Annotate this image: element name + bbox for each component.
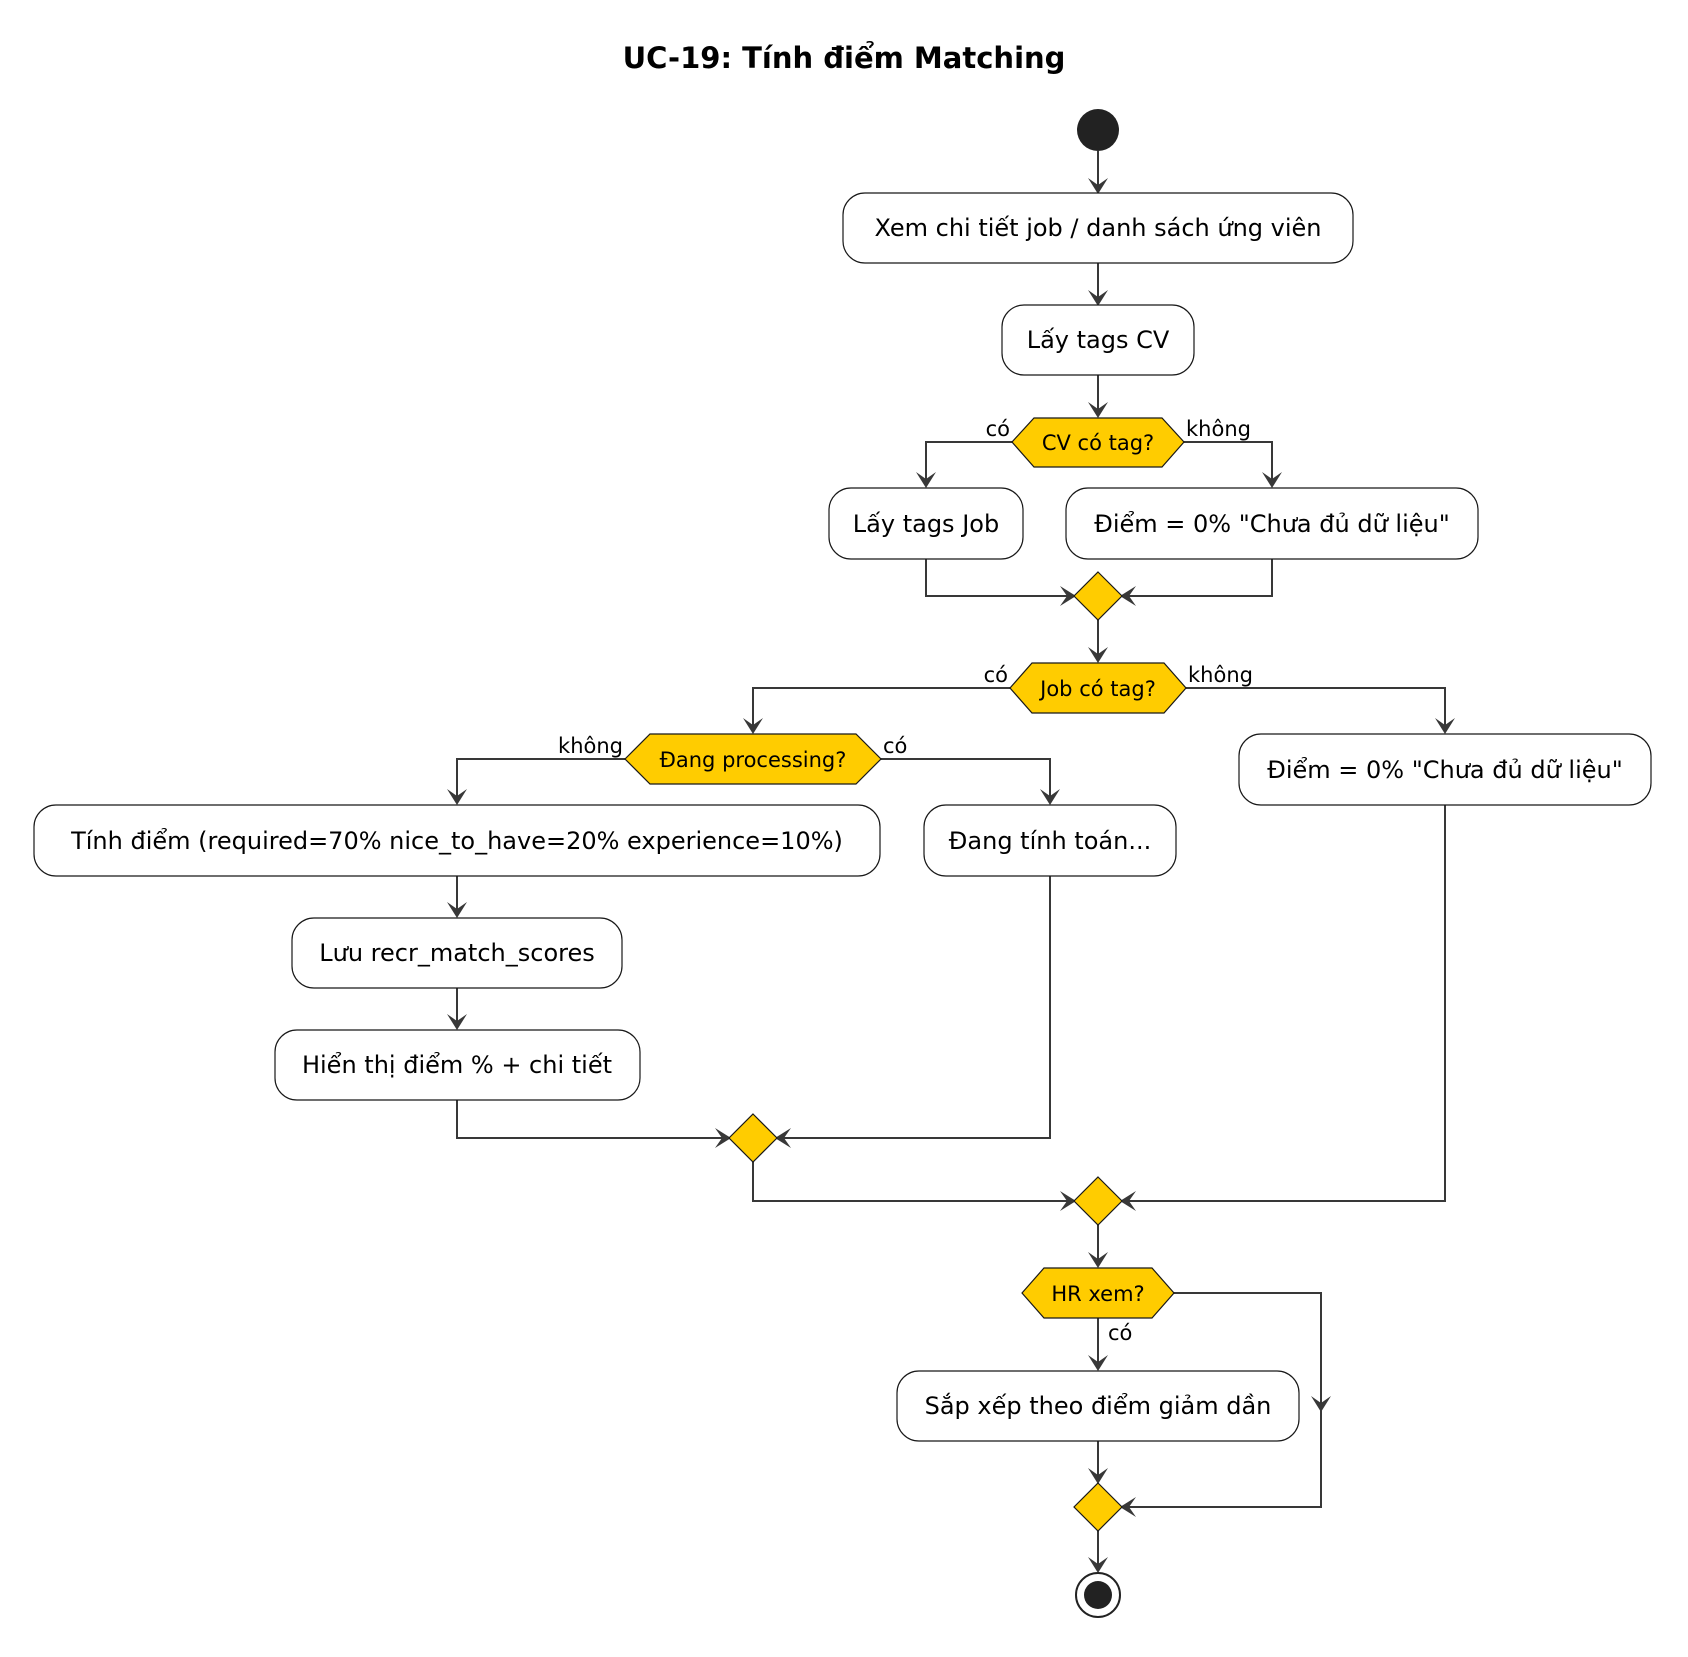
arrowhead [1060,1191,1076,1211]
activity-label: Lưu recr_match_scores [319,939,594,967]
arrowhead [1435,718,1455,734]
edge-zerojob-to-merge [1126,805,1446,1202]
activity-label: Đang tính toán... [949,827,1151,855]
arrowhead [743,718,763,734]
activity-label: Hiển thị điểm % + chi tiết [302,1051,612,1079]
merge-node [1073,1176,1123,1226]
decision-hr-view: HR xem? [1021,1267,1175,1319]
activity-label: Điểm = 0% "Chưa đủ dữ liệu" [1267,756,1623,784]
activity-label: Xem chi tiết job / danh sách ứng viên [874,214,1321,242]
edge-calculating-to-merge [781,876,1051,1139]
decision-cv-has-tag: CV có tag? [1011,417,1185,468]
activity-get-cv-tags: Lấy tags CV [1001,304,1195,376]
arrowhead [1040,789,1060,805]
edge-zerocv-to-merge [1126,559,1273,597]
merge-node [1073,571,1123,621]
arrowhead [1060,586,1076,606]
activity-sort-desc: Sắp xếp theo điểm giảm dần [896,1370,1300,1442]
edge-cv-yes [925,441,1012,482]
edge-jobtags-to-merge [925,559,1070,597]
edge-label-processing-no: không [558,734,623,758]
edge-hr-no [1126,1292,1322,1508]
edge-merge2-to-merge3 [752,1162,1070,1202]
activity-label: Lấy tags Job [853,510,999,538]
edge-label-cv-yes: có [986,417,1010,441]
decision-label: Đang processing? [660,748,847,772]
arrowhead [775,1128,791,1148]
edge-job-yes [752,687,1010,728]
arrowhead [1088,1355,1108,1371]
arrowhead [447,789,467,805]
edge-job-no [1186,687,1446,728]
arrowhead [1120,1191,1136,1211]
edge-processing-no [456,758,625,799]
edge-label-processing-yes: có [883,734,907,758]
activity-label: Tính điểm (required=70% nice_to_have=20%… [70,827,843,855]
arrowhead [1311,1396,1331,1412]
arrowhead [1088,1252,1108,1268]
activity-calculating: Đang tính toán... [923,804,1177,877]
decision-label: HR xem? [1051,1282,1144,1306]
arrowhead [1088,290,1108,306]
diagram-title: UC-19: Tính điểm Matching [623,41,1066,75]
end-node [1075,1572,1121,1618]
edge-label-job-no: không [1188,663,1253,687]
arrowhead [1088,1557,1108,1573]
activity-view-detail: Xem chi tiết job / danh sách ứng viên [842,192,1354,264]
merge-node [1073,1482,1123,1532]
arrowhead [1088,1468,1108,1484]
decision-processing: Đang processing? [624,733,882,785]
decision-label: CV có tag? [1042,431,1154,455]
activity-label: Điểm = 0% "Chưa đủ dữ liệu" [1094,510,1450,538]
edge-show-to-merge [456,1100,725,1139]
edge-label-hr-yes: có [1108,1321,1132,1345]
edge-cv-no [1184,441,1273,482]
activity-label: Sắp xếp theo điểm giảm dần [925,1391,1272,1420]
edge-label-cv-no: không [1186,417,1251,441]
decision-label: Job có tag? [1038,677,1156,701]
merge-node [728,1113,778,1163]
arrowhead [1120,1497,1136,1517]
arrowhead [1088,402,1108,418]
arrowhead [1120,586,1136,606]
arrowhead [1262,472,1282,488]
edges [447,151,1455,1573]
arrowhead [916,472,936,488]
activity-score-zero-cv: Điểm = 0% "Chưa đủ dữ liệu" [1065,487,1479,560]
decision-job-has-tag: Job có tag? [1009,662,1187,714]
activity-label: Lấy tags CV [1027,326,1170,354]
arrowhead [447,1014,467,1030]
arrowhead [1088,178,1108,194]
arrowhead [715,1128,731,1148]
edge-processing-yes [881,758,1051,799]
arrowhead [447,902,467,918]
arrowhead [1088,647,1108,663]
activity-show-score: Hiển thị điểm % + chi tiết [274,1029,641,1101]
start-node [1077,109,1119,151]
edge-label-job-yes: có [984,663,1008,687]
activity-score-zero-job: Điểm = 0% "Chưa đủ dữ liệu" [1238,733,1652,806]
activity-get-job-tags: Lấy tags Job [828,487,1024,560]
activity-save-scores: Lưu recr_match_scores [291,917,623,989]
activity-calc-score: Tính điểm (required=70% nice_to_have=20%… [33,804,881,877]
